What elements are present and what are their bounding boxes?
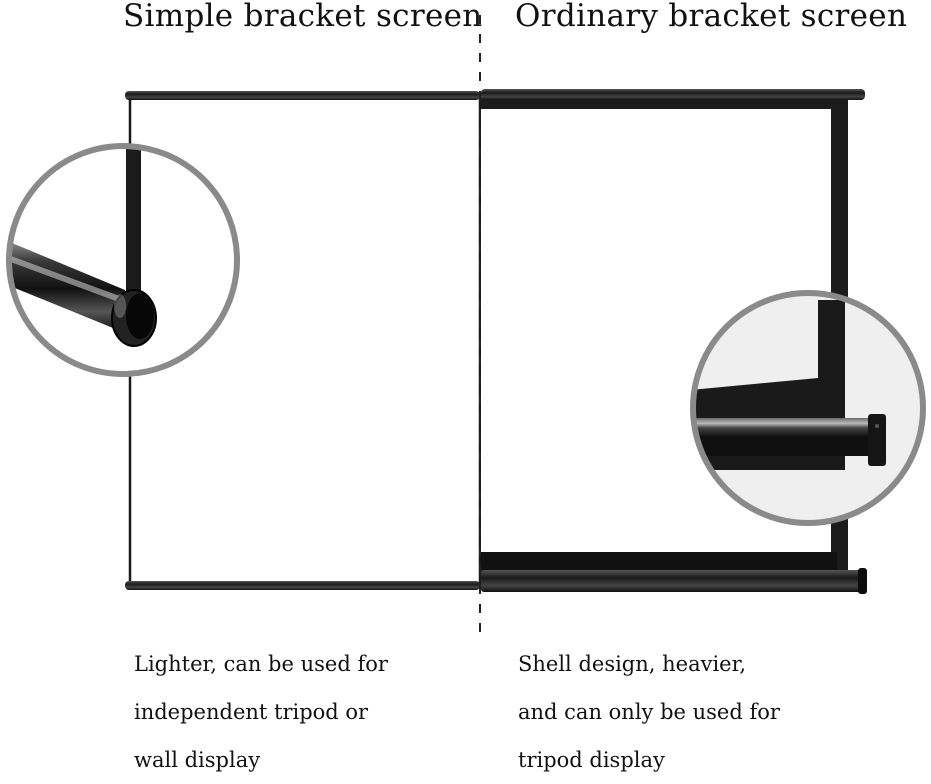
- ordinary-top-rod: [481, 89, 865, 100]
- simple-top-rod: [125, 91, 480, 100]
- simple-bottom-rod: [125, 581, 480, 590]
- ordinary-bracket-description: Shell design, heavier, and can only be u…: [518, 640, 780, 784]
- ordinary-bottom-case: [481, 570, 867, 592]
- ordinary-bottom-endcap: [858, 568, 867, 594]
- ordinary-bracket-title: Ordinary bracket screen: [515, 0, 908, 34]
- simple-bracket-zoom-detail: [6, 143, 240, 377]
- ordinary-desc-line-3: tripod display: [518, 748, 665, 772]
- ordinary-bottom-shell: [481, 552, 837, 570]
- ordinary-desc-line-2: and can only be used for: [518, 700, 780, 724]
- simple-desc-line-1: Lighter, can be used for: [134, 652, 388, 676]
- simple-bracket-title: Simple bracket screen: [123, 0, 483, 34]
- ordinary-desc-line-1: Shell design, heavier,: [518, 652, 747, 676]
- simple-bracket-description: Lighter, can be used for independent tri…: [134, 640, 388, 784]
- simple-desc-line-2: independent tripod or: [134, 700, 369, 724]
- ordinary-bracket-zoom-detail: [690, 290, 926, 526]
- simple-desc-line-3: wall display: [134, 748, 261, 772]
